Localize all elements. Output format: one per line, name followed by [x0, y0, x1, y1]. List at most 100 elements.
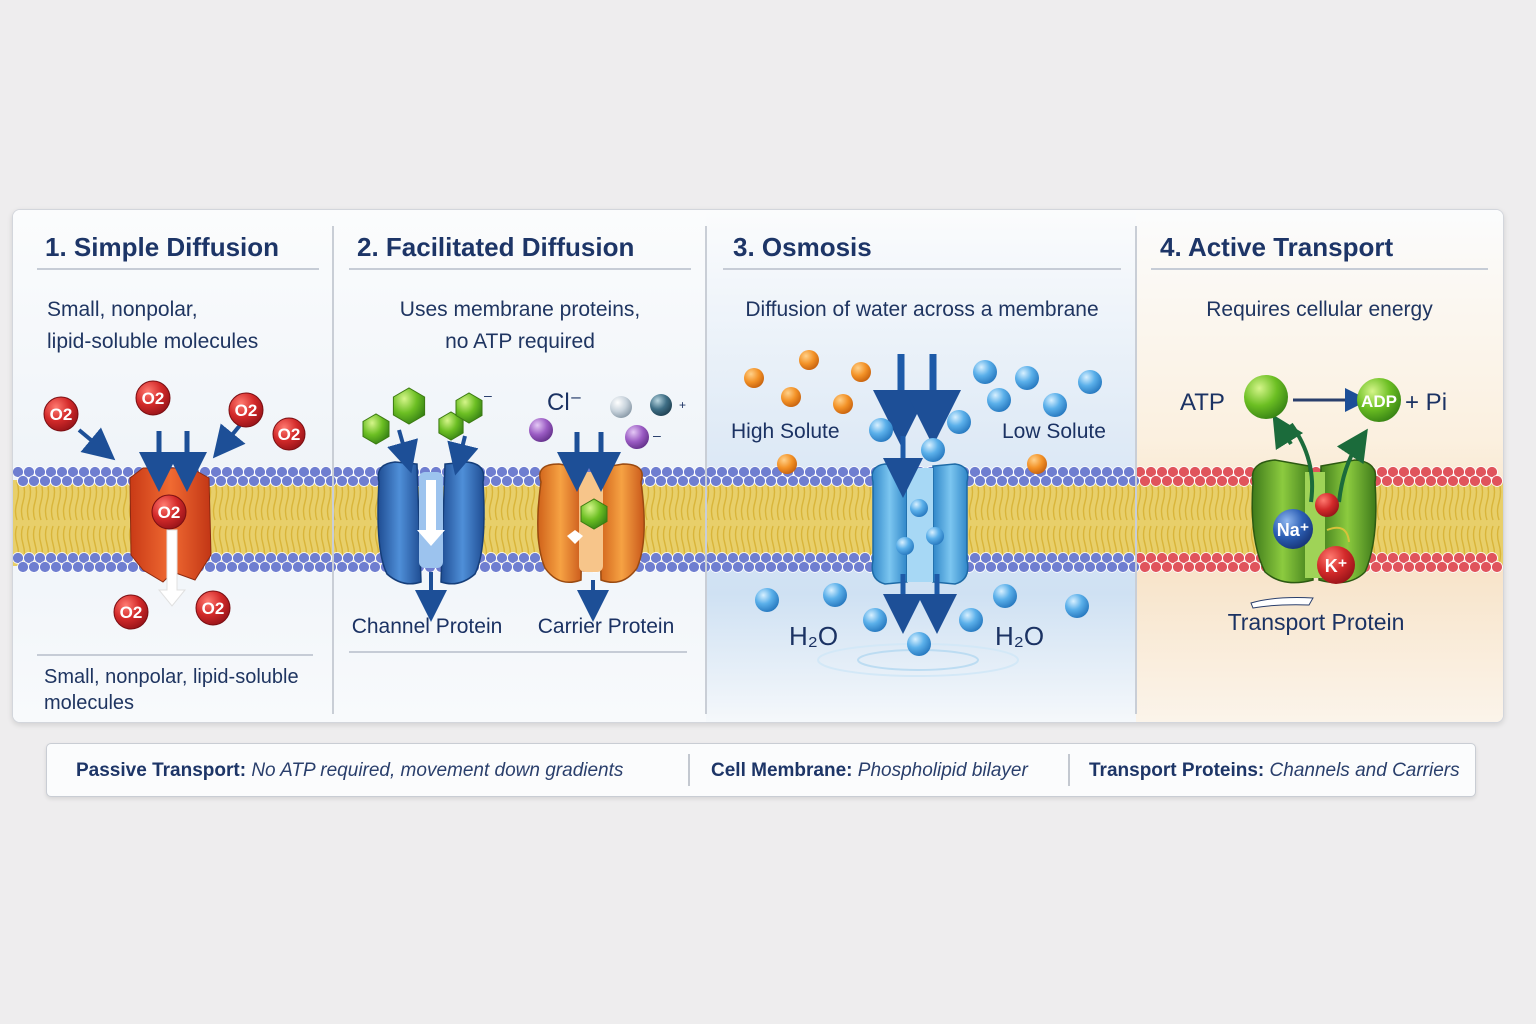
water-drop-icon — [1043, 393, 1067, 417]
water-drop-icon — [1065, 594, 1089, 618]
water-drop-icon — [993, 584, 1017, 608]
water-drop-icon — [921, 438, 945, 462]
legend-label: Cell Membrane: — [711, 760, 853, 781]
panel-caption: Small, nonpolar, lipid-soluble molecules — [44, 664, 299, 716]
legend-footer: Passive Transport: No ATP required, move… — [46, 743, 1476, 797]
solute-particle — [799, 350, 819, 370]
panel-title-osmosis: 3. Osmosis — [733, 232, 872, 262]
solute-particle — [1027, 454, 1047, 474]
water-drop-icon — [987, 388, 1011, 412]
legend-separator — [688, 754, 690, 786]
panel-active-transport-bg — [1136, 210, 1503, 722]
osmosis-art — [744, 350, 1102, 677]
legend-text: Channels and Carriers — [1269, 760, 1460, 781]
water-drop-icon — [973, 360, 997, 384]
svg-text:+: + — [679, 398, 686, 412]
caption-rule — [37, 654, 313, 656]
hexagon-molecule-icon — [580, 498, 608, 530]
solute-particle — [833, 394, 853, 414]
svg-text:–: – — [653, 427, 661, 443]
caption-line: Small, nonpolar, lipid-soluble — [44, 666, 299, 688]
o2-molecule-icon: O2 — [135, 380, 171, 416]
panel-subtitle: Requires cellular energy — [1151, 294, 1488, 326]
subtitle-line: Diffusion of water across a membrane — [745, 298, 1099, 321]
caption-line: molecules — [44, 692, 135, 714]
subtitle-line: Uses membrane proteins, — [399, 298, 641, 321]
svg-text:O2: O2 — [50, 405, 73, 424]
hexagon-molecule-icon — [455, 392, 483, 424]
water-drop-icon — [910, 499, 928, 517]
legend-text: No ATP required, movement down gradients — [251, 760, 624, 781]
water-drop-icon — [926, 527, 944, 545]
subtitle-line: lipid-soluble molecules — [47, 330, 259, 353]
svg-text:O2: O2 — [202, 599, 225, 618]
svg-text:O2: O2 — [278, 425, 301, 444]
title-underline — [37, 268, 319, 270]
subtitle-line: Requires cellular energy — [1206, 298, 1433, 321]
phosphate-label: + Pi — [1405, 389, 1447, 416]
title-underline — [349, 268, 691, 270]
adp-label: ADP — [1361, 392, 1397, 411]
svg-text:O2: O2 — [120, 603, 143, 622]
o2-molecule-icon: O2 — [113, 594, 149, 630]
svg-text:O2: O2 — [158, 503, 181, 522]
legend-label: Passive Transport: — [76, 760, 247, 781]
subtitle-line: no ATP required — [445, 330, 595, 353]
legend-cell-membrane: Cell Membrane: Phospholipid bilayer — [711, 760, 1028, 782]
o2-molecule-icon: O2 — [272, 417, 306, 451]
potassium-ion-label: K⁺ — [1325, 556, 1348, 576]
water-drop-icon — [823, 583, 847, 607]
water-label-right: H₂O — [995, 621, 1044, 651]
panel-divider — [705, 226, 707, 714]
panel-title-active-transport: 4. Active Transport — [1160, 232, 1394, 262]
water-drop-icon — [755, 588, 779, 612]
panel-subtitle: Uses membrane proteins, no ATP required — [349, 294, 691, 358]
high-solute-label: High Solute — [731, 420, 840, 443]
hexagon-molecule-icon — [362, 413, 390, 445]
o2-molecule-icon: O2 — [195, 590, 231, 626]
water-drop-icon — [863, 608, 887, 632]
panel-subtitle: Diffusion of water across a membrane — [723, 294, 1121, 326]
carrier-protein-label: Carrier Protein — [538, 615, 675, 638]
water-drop-icon — [896, 537, 914, 555]
o2-molecule-icon: O2 — [228, 392, 264, 428]
solute-particle — [744, 368, 764, 388]
sodium-ion-label: Na⁺ — [1277, 520, 1310, 540]
water-label-left: H₂O — [789, 621, 838, 651]
water-drop-icon — [959, 608, 983, 632]
solute-particle — [781, 387, 801, 407]
panel-subtitle: Small, nonpolar, lipid-soluble molecules — [47, 294, 258, 358]
panel-divider — [332, 226, 334, 714]
svg-text:O2: O2 — [142, 389, 165, 408]
water-drop-icon — [869, 418, 893, 442]
legend-label: Transport Proteins: — [1089, 760, 1265, 781]
water-drop-icon — [1078, 370, 1102, 394]
low-solute-label: Low Solute — [1002, 420, 1106, 443]
legend-passive-transport: Passive Transport: No ATP required, move… — [76, 760, 623, 782]
hexagon-molecule-icon — [392, 387, 426, 425]
title-underline — [1151, 268, 1488, 270]
svg-text:O2: O2 — [235, 401, 258, 420]
water-drop-icon — [1015, 366, 1039, 390]
legend-text: Phospholipid bilayer — [857, 760, 1028, 781]
svg-text:–: – — [484, 387, 492, 403]
panel-divider — [1135, 226, 1137, 714]
legend-separator — [1068, 754, 1070, 786]
transport-protein-label: Transport Protein — [1228, 609, 1405, 635]
atp-label: ATP — [1180, 389, 1225, 416]
active-transport-art — [1244, 375, 1401, 609]
panel-title-facilitated-diffusion: 2. Facilitated Diffusion — [357, 232, 635, 262]
o2-molecule-icon: O2 — [151, 494, 187, 530]
panel-title-simple-diffusion: 1. Simple Diffusion — [45, 232, 280, 262]
channel-protein-label: Channel Protein — [352, 615, 503, 638]
water-drop-icon — [907, 632, 931, 656]
subtitle-line: Small, nonpolar, — [47, 298, 198, 321]
solute-particle — [851, 362, 871, 382]
water-drop-icon — [947, 410, 971, 434]
chloride-ion-label: Cl⁻ — [547, 389, 582, 416]
legend-transport-proteins: Transport Proteins: Channels and Carrier… — [1089, 760, 1460, 782]
caption-rule — [349, 651, 687, 653]
